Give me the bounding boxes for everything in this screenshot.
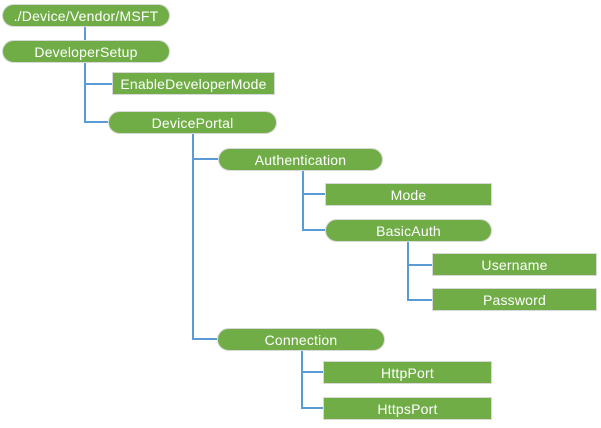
connector-to-httpport [301,371,323,373]
connector-to-mode [302,193,325,195]
node-enabledevelopermode: EnableDeveloperMode [112,72,275,95]
node-authentication: Authentication [218,148,383,171]
connector-basicauth-trunk [407,242,409,301]
connector-to-httpsport [301,407,323,409]
connector-root-to-developersetup [84,27,86,40]
connector-to-username [407,264,432,266]
connector-authentication-trunk [302,170,304,231]
node-httpsport: HttpsPort [323,397,492,420]
connector-connection-trunk [301,350,303,409]
node-httpport: HttpPort [323,361,492,384]
connector-to-authentication [192,158,218,160]
node-developersetup: DeveloperSetup [2,40,170,63]
node-mode: Mode [325,183,492,206]
connector-deviceportal-trunk [192,134,194,340]
connector-to-password [407,299,432,301]
node-username: Username [432,253,597,276]
connector-to-deviceportal [84,121,108,123]
node-password: Password [432,288,597,311]
node-basicauth: BasicAuth [325,219,492,242]
connector-developersetup-trunk [84,62,86,123]
node-deviceportal: DevicePortal [108,111,277,134]
connector-to-connection [192,338,217,340]
connector-to-enabledevelopermode [84,83,112,85]
connector-to-basicauth [302,229,325,231]
node-connection: Connection [217,328,385,351]
node-device-vendor-msft: ./Device/Vendor/MSFT [2,4,170,27]
